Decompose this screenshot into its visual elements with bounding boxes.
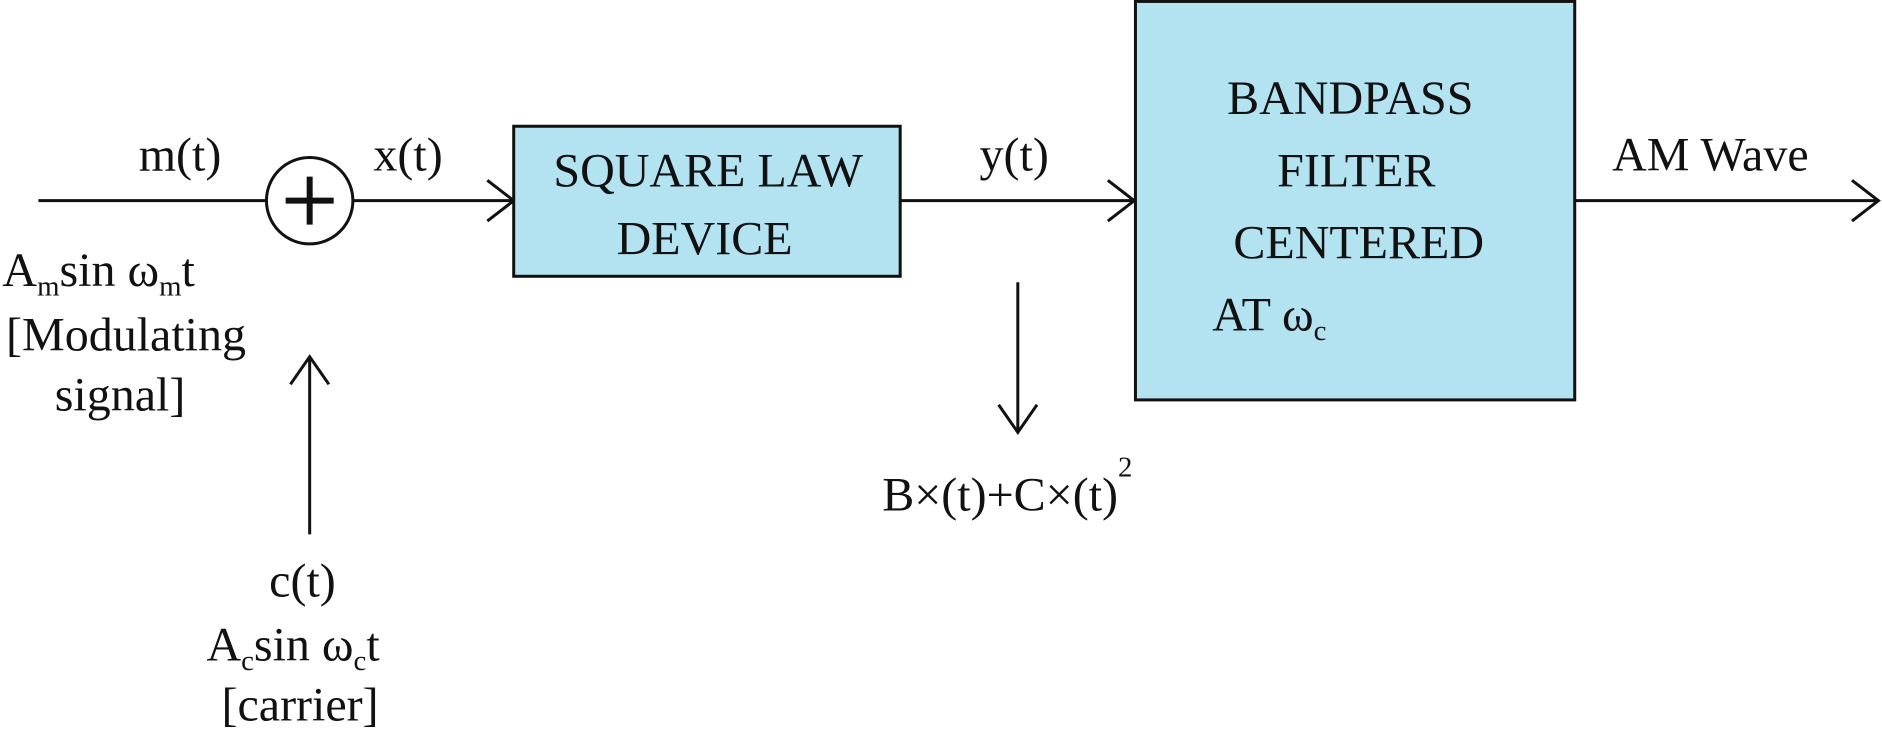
bandpass-label-3: CENTERED — [1233, 216, 1484, 269]
bandpass-label-2: FILTER — [1277, 144, 1435, 197]
modulating-label-2: signal] — [55, 369, 186, 422]
carrier-expression: Acsin ωct — [206, 618, 380, 677]
arrowhead-icon — [289, 354, 331, 386]
square-law-label-1: SQUARE LAW — [553, 144, 863, 197]
modulating-label-1: [Modulating — [6, 309, 246, 362]
summer-circle — [264, 155, 355, 246]
m-t-label: m(t) — [139, 129, 222, 182]
c-t-label: c(t) — [269, 555, 336, 608]
square-law-label-2: DEVICE — [617, 213, 793, 266]
square-law-expression: B×(t)+C×(t)2 — [882, 452, 1132, 522]
x-t-label: x(t) — [373, 129, 442, 182]
bandpass-label-4: AT ωc — [1212, 288, 1326, 347]
square-law-device-block — [512, 124, 902, 278]
modulating-expression: Amsin ωmt — [2, 244, 195, 303]
arrowhead-icon — [997, 403, 1039, 435]
y-t-label: y(t) — [980, 129, 1049, 182]
carrier-label: [carrier] — [221, 678, 378, 731]
bandpass-label-1: BANDPASS — [1227, 72, 1473, 125]
am-wave-label: AM Wave — [1612, 129, 1809, 182]
arrowhead-icon — [1851, 179, 1881, 223]
bandpass-filter-block — [1133, 0, 1577, 402]
